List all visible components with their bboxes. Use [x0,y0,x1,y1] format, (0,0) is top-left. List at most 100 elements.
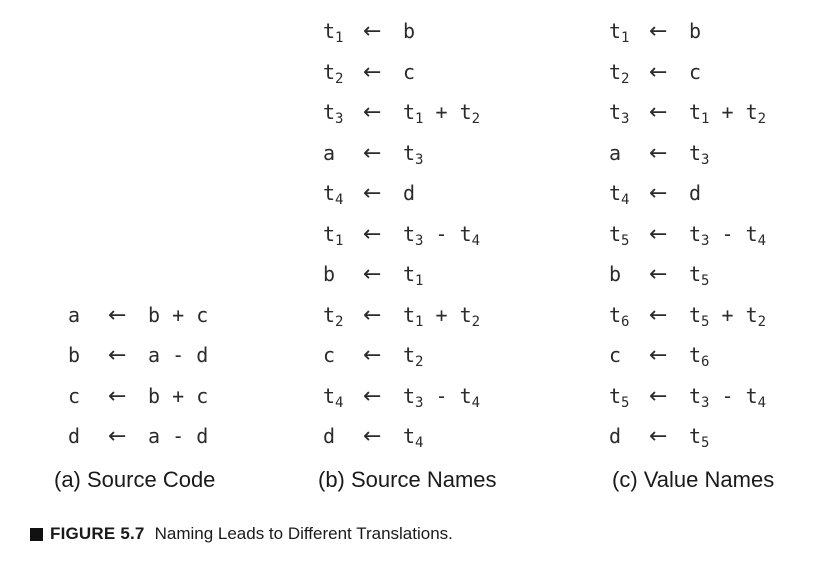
code-line: b ← t1 [323,261,424,289]
assignment-expression: b [403,19,416,43]
assignment-target: t6 [609,302,630,330]
assignment-expression: t5 + t2 [689,302,767,330]
left-arrow-icon: ← [363,100,382,125]
left-arrow-icon: ← [363,424,382,449]
code-line: t5 ← t3 - t4 [609,221,767,249]
assignment-expression: t3 [689,140,710,168]
code-line: t3←t1 + t2 [609,99,767,127]
assignment-expression: t4 [403,424,424,451]
code-line: b ← t5 [609,261,710,289]
left-arrow-icon: ← [363,343,382,368]
left-arrow-icon: ← [649,19,668,44]
code-line: d ← t5 [609,423,710,451]
left-arrow-icon: ← [363,221,382,247]
assignment-target: b [323,262,336,286]
assignment-expression: b [689,19,702,43]
code-line: t4 ← t3 - t4 [323,383,481,411]
assignment-expression: t3 [403,140,424,168]
left-arrow-icon: ← [108,424,127,449]
assignment-target: t4 [323,383,344,411]
assignment-expression: b + c [148,383,209,408]
left-arrow-icon: ← [363,140,382,166]
code-line: a ← t3 [323,140,424,168]
assignment-expression: t1 + t2 [403,100,481,127]
assignment-target: t1 [323,221,344,249]
code-line: b←a - d [68,342,208,368]
assignment-expression: t3 - t4 [403,221,481,249]
assignment-expression: t1 + t2 [403,302,481,330]
source-names-label: (b) Source Names [318,467,497,492]
assignment-target: t5 [609,383,630,411]
assignment-target: a [68,302,81,327]
assignment-expression: t3 - t4 [689,221,767,249]
code-line: t1←b [323,18,416,45]
code-line: t2 ← t1 + t2 [323,302,481,330]
code-line: t1 ← t3 - t4 [323,221,481,249]
assignment-target: t3 [609,100,630,127]
caption-square-icon [30,527,43,541]
left-arrow-icon: ← [649,262,668,287]
assignment-expression: t3 - t4 [403,383,481,411]
code-line: t5←t3 - t4 [609,383,766,411]
assignment-target: b [68,343,81,367]
code-line: t1←b [609,18,702,45]
left-arrow-icon: ← [363,59,382,85]
figure-caption: FIGURE 5.7 Naming Leads to Different Tra… [30,524,453,544]
code-line: d ← a - d [68,423,208,449]
left-arrow-icon: ← [108,383,127,409]
assignment-target: d [68,424,81,448]
assignment-expression: d [403,181,416,205]
code-line: t6 ← t5 + t2 [609,302,767,330]
assignment-expression: t2 [403,343,424,370]
code-line: t2←c [609,59,702,87]
code-line: t4 ← d [323,180,416,208]
assignment-target: d [323,424,336,448]
left-arrow-icon: ← [649,302,668,328]
code-line: t3 ← t1 + t2 [323,99,481,127]
assignment-expression: t5 [689,424,710,451]
assignment-expression: d [689,181,702,205]
code-line: c ← t6 [609,342,710,370]
left-arrow-icon: ← [363,181,382,206]
left-arrow-icon: ← [108,302,127,328]
left-arrow-icon: ← [363,262,382,287]
value-names-label: (c) Value Names [612,467,775,492]
assignment-expression: c [403,59,416,84]
code-line: c ← b + c [68,383,208,409]
left-arrow-icon: ← [363,383,382,409]
left-arrow-icon: ← [649,424,668,449]
assignment-target: c [609,343,622,367]
left-arrow-icon: ← [363,302,382,328]
assignment-target: c [68,383,81,408]
left-arrow-icon: ← [649,343,668,368]
assignment-target: a [609,140,622,165]
code-line: t2 ← c [323,59,416,87]
assignment-expression: t6 [689,343,710,370]
code-line: t4 ← d [609,180,702,208]
assignment-target: t4 [323,181,344,208]
assignment-target: t2 [609,59,630,87]
assignment-expression: c [689,59,702,84]
left-arrow-icon: ← [363,19,382,44]
assignment-target: t2 [323,59,344,87]
assignment-target: c [323,343,336,367]
assignment-target: d [609,424,622,448]
figure-number: FIGURE 5.7 [50,524,145,543]
assignment-target: t5 [609,221,630,249]
assignment-expression: t5 [689,262,710,289]
assignment-target: t2 [323,302,344,330]
assignment-expression: t1 + t2 [689,100,767,127]
code-line: c ← t2 [323,342,424,370]
left-arrow-icon: ← [649,383,668,409]
assignment-expression: a - d [148,424,209,448]
assignment-target: t4 [609,181,630,208]
assignment-target: a [323,140,336,165]
left-arrow-icon: ← [649,140,668,166]
left-arrow-icon: ← [649,221,668,247]
assignment-target: b [609,262,622,286]
assignment-target: t3 [323,100,344,127]
left-arrow-icon: ← [649,181,668,206]
code-line: a ← t3 [609,140,710,168]
assignment-expression: b + c [148,302,209,327]
assignment-expression: t1 [403,262,424,289]
